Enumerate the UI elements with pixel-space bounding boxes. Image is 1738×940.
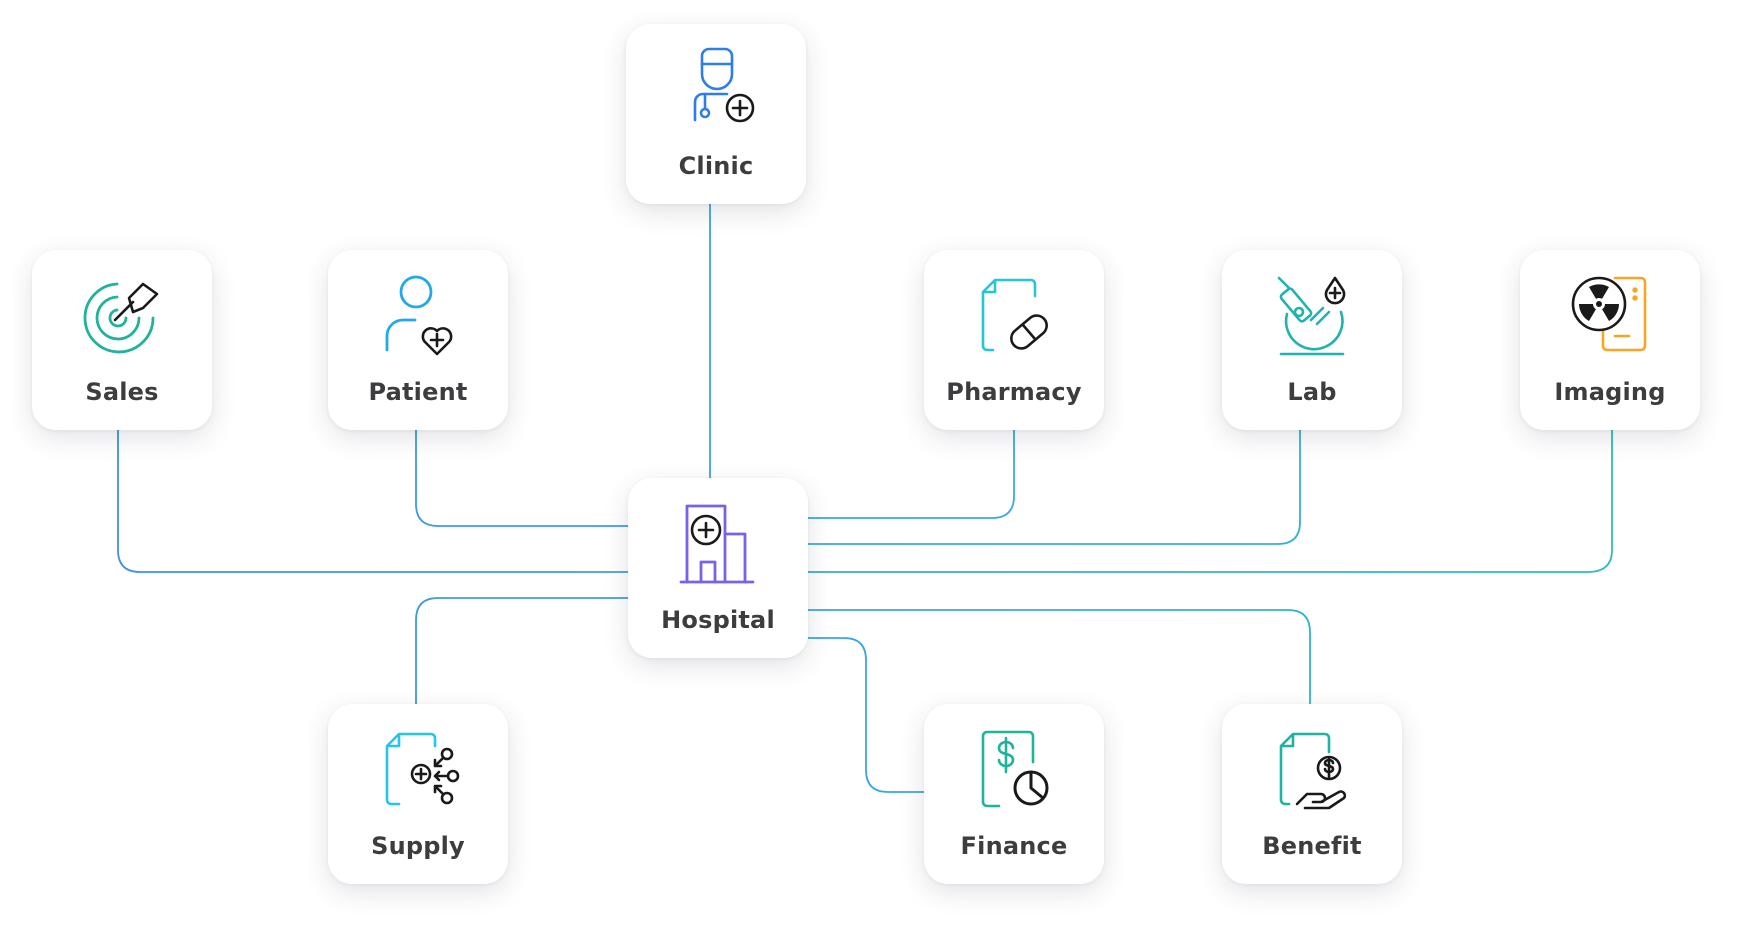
connector-sales [117,430,628,573]
node-label-lab: Lab [1287,378,1337,406]
node-sales[interactable]: Sales [32,250,212,430]
node-label-supply: Supply [371,832,465,860]
node-label-imaging: Imaging [1554,378,1666,406]
finance-chart-icon [981,730,1049,808]
patient-heart-icon [385,275,453,356]
connector-imaging [808,430,1613,573]
connector-benefit [808,609,1311,704]
benefit-hand-icon [1279,732,1347,810]
node-lab[interactable]: Lab [1222,250,1402,430]
connector-pharmacy [808,430,1015,519]
prescription-pill-icon [981,278,1048,352]
radiation-report-icon [1571,276,1647,352]
connector-patient [415,430,628,527]
node-finance[interactable]: Finance [924,704,1104,884]
node-label-sales: Sales [85,378,159,406]
node-label-benefit: Benefit [1262,832,1362,860]
node-pharmacy[interactable]: Pharmacy [924,250,1104,430]
hospital-building-icon [679,504,755,584]
node-label-hospital: Hospital [661,606,775,634]
node-supply[interactable]: Supply [328,704,508,884]
supply-flow-icon [385,732,460,806]
connector-finance [808,637,924,793]
node-benefit[interactable]: Benefit [1222,704,1402,884]
target-dart-icon [83,282,159,354]
connector-lab [808,430,1301,545]
node-clinic[interactable]: Clinic [626,24,806,204]
node-patient[interactable]: Patient [328,250,508,430]
node-label-clinic: Clinic [678,152,754,180]
microscope-drop-icon [1277,276,1346,356]
node-label-pharmacy: Pharmacy [946,378,1082,406]
node-hospital[interactable]: Hospital [628,478,808,658]
node-label-finance: Finance [960,832,1068,860]
doctor-stethoscope-icon [693,47,755,123]
node-imaging[interactable]: Imaging [1520,250,1700,430]
connector-supply [415,597,628,704]
node-label-patient: Patient [368,378,468,406]
